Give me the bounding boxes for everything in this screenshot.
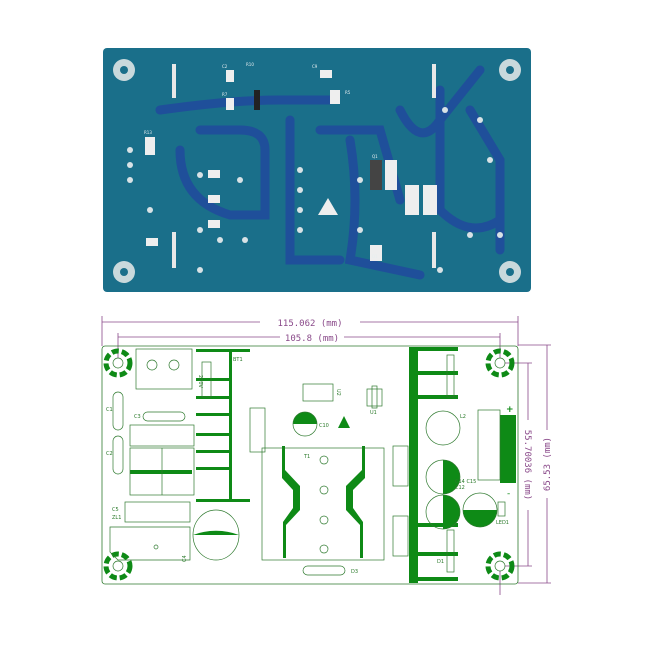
mounting-hole	[103, 348, 133, 378]
label-c4: C4	[182, 555, 188, 562]
label-minus: -	[507, 489, 510, 499]
pcb-board	[103, 48, 531, 292]
label-zl1: ZL1	[112, 515, 121, 521]
dim-overall-width: 115.062 (mm)	[277, 319, 342, 329]
silkscreen-label: R13	[144, 130, 152, 135]
label-u1: U1	[370, 410, 377, 416]
dim-overall-height: 65.53 (mm)	[543, 437, 553, 491]
silkscreen-label: C2	[222, 64, 228, 69]
silkscreen-label: C9	[312, 64, 318, 69]
mounting-hole	[485, 551, 515, 581]
solder-pads	[127, 107, 503, 273]
label-c14-c15: C14 C15	[455, 479, 476, 485]
label-c1: C1	[106, 407, 113, 413]
label-l2: L2	[460, 414, 466, 420]
label-220v: 220V	[197, 375, 203, 389]
label-d3: D3	[351, 569, 358, 575]
label-bt1: BT1	[233, 357, 243, 363]
dim-hole-height: 55.70036 (mm)	[522, 430, 532, 500]
dimension-lines	[101, 316, 551, 595]
silkscreen-label: Q1	[372, 154, 378, 159]
silkscreen-label: D1	[372, 254, 378, 259]
label-led1: LED1	[496, 520, 509, 526]
label-c12: C12	[455, 485, 465, 491]
silkscreen-label: R7	[222, 92, 228, 97]
copper-pours	[130, 347, 516, 583]
label-c3: C3	[134, 414, 141, 420]
label-u2: U2	[335, 389, 341, 396]
dim-hole-width: 105.8 (mm)	[285, 334, 339, 344]
label-c2: C2	[106, 451, 113, 457]
mounting-hole	[103, 551, 133, 581]
label-plus: +	[506, 405, 514, 415]
component-outlines	[109, 348, 506, 576]
smd-components	[145, 70, 437, 261]
mounting-hole	[485, 348, 515, 378]
board-outline	[101, 345, 519, 585]
silkscreen-label: R10	[246, 62, 254, 67]
mounting-holes	[103, 348, 515, 581]
label-t1: T1	[303, 454, 310, 460]
label-d1: D1	[437, 559, 444, 565]
silkscreen-label: R5	[345, 90, 351, 95]
esd-symbol	[318, 198, 338, 215]
label-c5: C5	[112, 507, 119, 513]
pcb-drawing: 115.062 (mm) 105.8 (mm) 55.70036 (mm) 65…	[101, 316, 553, 595]
label-c10: C10	[319, 423, 329, 429]
